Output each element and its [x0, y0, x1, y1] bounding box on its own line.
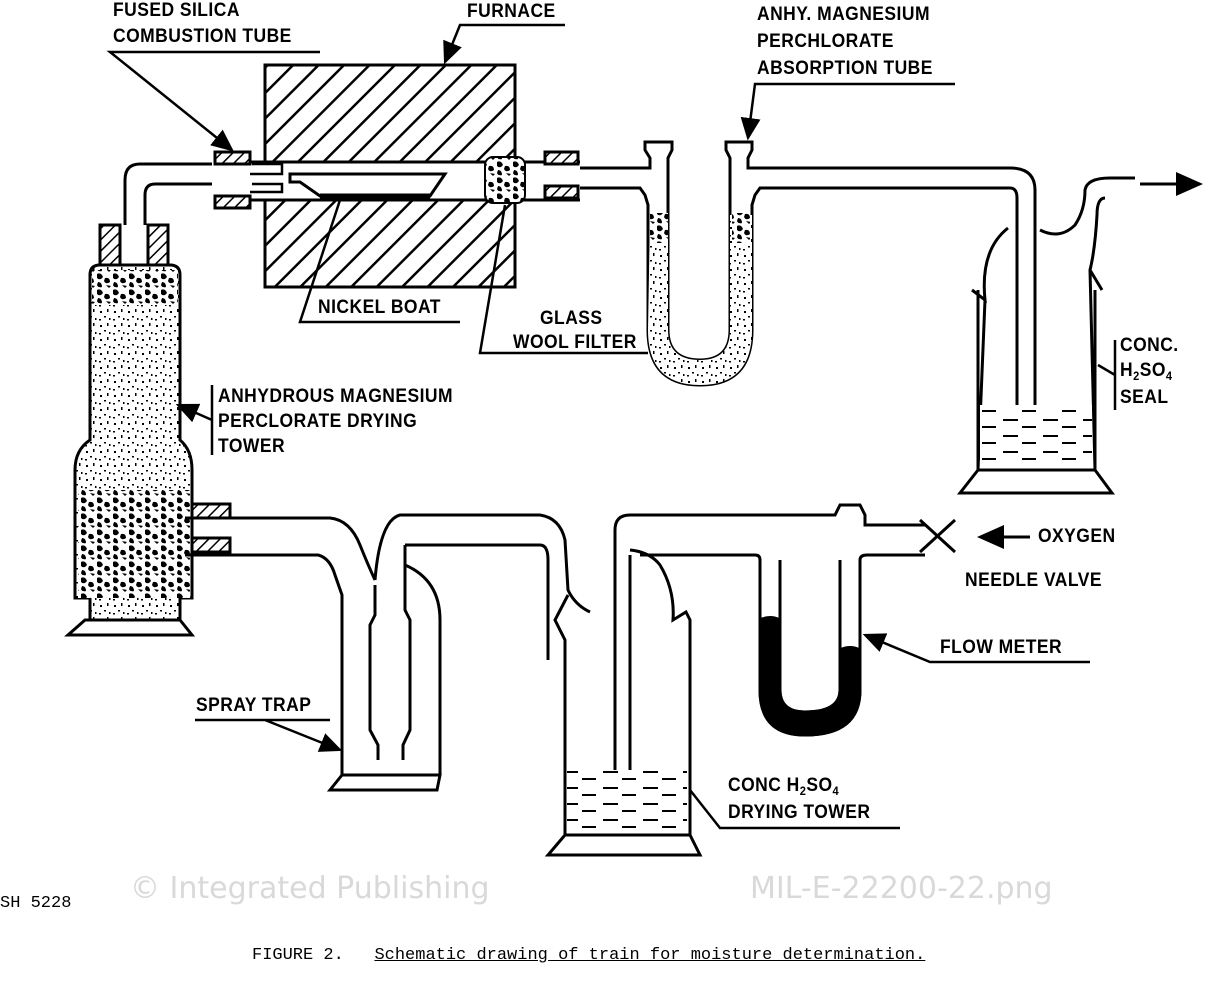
label-mg-tower-2: PERCLORATE DRYING: [218, 411, 418, 432]
formula-sub-2: 2: [799, 784, 807, 798]
formula-sub-4: 4: [1165, 369, 1173, 383]
leader-lines: [106, 23, 1117, 830]
glass-wool-filter: [484, 156, 526, 204]
acid-drying-tower: [544, 503, 925, 857]
label-absorption-2: PERCHLORATE: [757, 31, 894, 52]
label-fused-silica: FUSED SILICA: [113, 0, 240, 21]
spray-trap: [185, 513, 591, 792]
figure-caption: FIGURE 2. Schematic drawing of train for…: [252, 946, 925, 965]
formula-sub-2: 2: [1133, 369, 1140, 383]
label-furnace: FURNACE: [467, 1, 556, 22]
absorption-u-tube: [580, 140, 1037, 455]
formula-h: H: [1120, 360, 1134, 381]
needle-valve: [918, 518, 1030, 554]
label-mg-tower-1: ANHYDROUS MAGNESIUM: [218, 386, 454, 407]
acid-seal-bottle: [956, 172, 1203, 495]
label-absorption-1: ANHY. MAGNESIUM: [757, 4, 930, 25]
label-seal: SEAL: [1120, 387, 1169, 408]
label-seal-formula: H2SO4: [1120, 359, 1172, 383]
formula-sub-4: 4: [832, 784, 840, 798]
formula-so: SO: [806, 775, 833, 796]
label-wool-filter: WOOL FILTER: [513, 332, 637, 353]
magnesium-drying-tower: [64, 223, 232, 637]
label-needle-valve: NEEDLE VALVE: [965, 570, 1102, 591]
combustion-tube: [123, 150, 580, 225]
label-absorption-3: ABSORPTION TUBE: [757, 58, 933, 79]
furnace: [263, 63, 517, 289]
reference-code: SH 5228: [0, 894, 72, 913]
caption-title: Schematic drawing of train for moisture …: [374, 946, 926, 965]
flow-meter: [640, 553, 925, 737]
nickel-boat: [288, 172, 448, 199]
label-flow-meter: FLOW METER: [940, 637, 1063, 658]
label-mg-tower-3: TOWER: [218, 436, 286, 457]
label-combustion-tube: COMBUSTION TUBE: [113, 26, 292, 47]
label-glass: GLASS: [540, 308, 603, 329]
label-acid-tower: DRYING TOWER: [728, 802, 871, 823]
label-nickel-boat: NICKEL BOAT: [318, 297, 441, 318]
label-acid-tower-formula: CONC H2SO4: [728, 774, 839, 798]
label-spray-trap: SPRAY TRAP: [196, 695, 312, 716]
label-seal-conc: CONC.: [1120, 335, 1179, 356]
caption-prefix: FIGURE 2.: [252, 946, 344, 965]
formula-so: SO: [1139, 360, 1166, 381]
formula-conc-h: CONC H: [728, 775, 800, 796]
label-oxygen: OXYGEN: [1038, 526, 1116, 547]
